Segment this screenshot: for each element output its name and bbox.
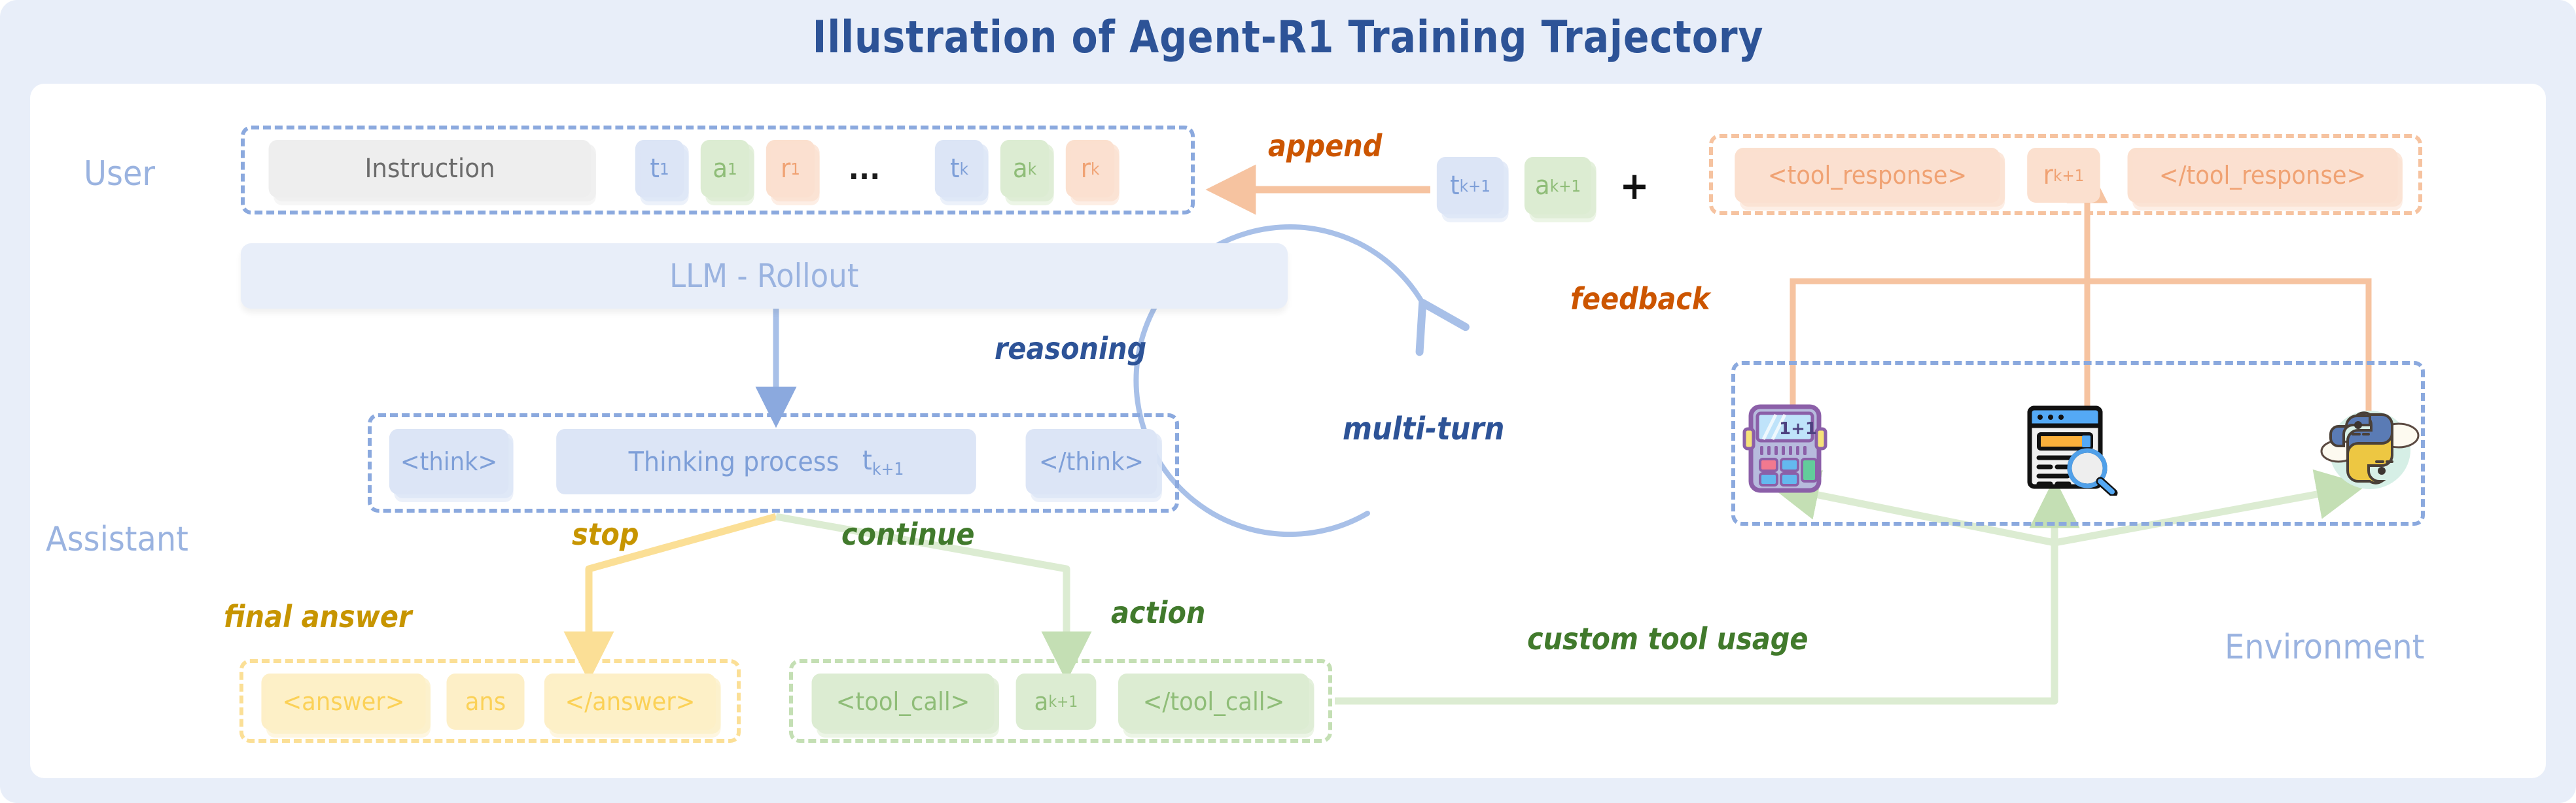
token-base: a [1534,171,1550,201]
svg-text:1+1: 1+1 [1779,419,1817,439]
answer-value[interactable]: ans [446,674,525,730]
annotation-feedback: feedback [1570,281,1710,316]
llm-rollout-label: LLM - Rollout [669,257,859,295]
plus-symbol: + [1619,163,1650,208]
annotation-reasoning: reasoning [995,331,1147,366]
token-sub: 1 [790,159,800,179]
token-sub: k+1 [1048,692,1078,711]
token-base: r [2043,160,2053,190]
annotation-action: action [1111,595,1206,630]
token-base: r [1080,154,1091,184]
token-base: t [1450,171,1460,201]
web-search-icon[interactable] [2022,404,2120,498]
think-body-text: Thinking process [628,446,839,477]
llm-rollout-box[interactable]: LLM - Rollout [241,243,1288,309]
answer-group [239,659,741,743]
annotation-custom-tool-usage: custom tool usage [1527,621,1808,657]
tool-response-open-tag[interactable]: <tool_response> [1735,148,2005,211]
annotation-stop: stop [572,517,639,552]
annotation-continue: continue [841,517,975,552]
token-sub: k [959,159,968,179]
token-sub: k+1 [2053,165,2085,185]
token-sub: k+1 [1549,176,1581,196]
annotation-append: append [1268,128,1383,163]
token-sub: k [1027,159,1037,179]
token-base: a [1034,687,1049,716]
tool-response-group [1709,134,2422,215]
page-title: Illustration of Agent-R1 Training Trajec… [812,12,1764,63]
tool-call-open-tag[interactable]: <tool_call> [811,674,999,738]
answer-open-tag[interactable]: <answer> [261,674,431,738]
user-sequence-group [241,126,1195,214]
think-group [368,413,1179,513]
token-base: r [781,154,791,184]
sequence-ellipsis: ... [848,151,881,186]
token-sub: 1 [659,159,669,179]
tool-call-close-tag[interactable]: </tool_call> [1118,674,1314,738]
token-sub: k [1090,159,1100,179]
token-sub: 1 [728,159,737,179]
tool-call-group [789,659,1332,743]
role-label-assistant: Assistant [46,520,188,559]
token-base: t [650,154,660,184]
answer-close-tag[interactable]: </answer> [544,674,721,738]
instruction-chip[interactable]: Instruction [268,140,596,205]
python-icon[interactable] [2318,400,2422,496]
token-base: a [713,154,728,184]
think-body-token: tk+1 [862,444,904,479]
calculator-icon[interactable]: 1+1 [1742,404,1828,493]
token-base: t [950,154,960,184]
environment-group [1731,361,2425,526]
think-open-tag[interactable]: <think> [389,429,514,502]
role-label-user: User [84,154,156,194]
annotation-multi-turn: multi-turn [1343,411,1505,447]
tool-response-close-tag[interactable]: </tool_response> [2127,148,2403,211]
token-base: a [1012,154,1028,184]
think-body[interactable]: Thinking process tk+1 [556,429,976,494]
token-sub: k+1 [1459,176,1491,196]
think-close-tag[interactable]: </think> [1025,429,1162,502]
annotation-final-answer: final answer [224,599,412,634]
role-label-environment: Environment [2225,628,2425,667]
